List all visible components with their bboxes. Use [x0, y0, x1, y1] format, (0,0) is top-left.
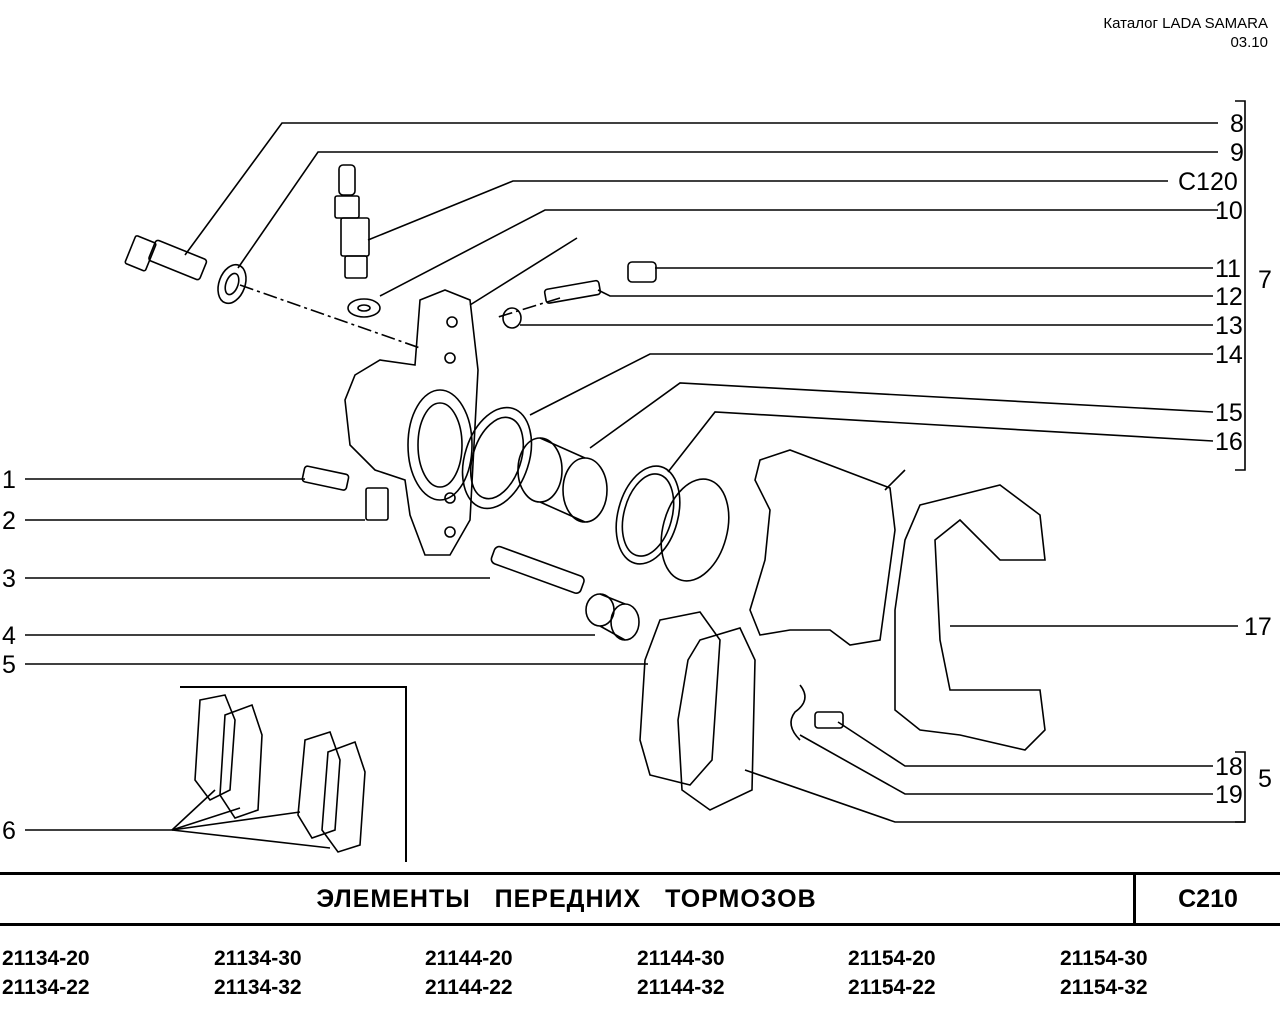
callout-c120: C120: [1178, 168, 1238, 196]
callout-8: 8: [1230, 110, 1244, 138]
part-bleeder: [543, 279, 602, 304]
model-code: 21144-32: [637, 976, 725, 999]
callout-11: 11: [1215, 255, 1241, 283]
title-divider: [1133, 875, 1136, 923]
inset-frame: [180, 686, 407, 862]
model-column: 21134-20 21134-22: [2, 944, 90, 1002]
section-title: ЭЛЕМЕНТЫ ПЕРЕДНИХ ТОРМОЗОВ: [316, 885, 817, 913]
model-code: 21134-30: [214, 947, 302, 970]
catalog-header: Каталог LADA SAMARA: [1103, 15, 1268, 32]
inset-pad-2: [219, 703, 263, 819]
leader-6d: [171, 829, 331, 849]
model-code: 21134-22: [2, 976, 90, 999]
part-washer: [217, 263, 247, 305]
catalog-date: 03.10: [1230, 34, 1268, 51]
callout-5: 5: [2, 651, 16, 679]
callout-1: 1: [2, 466, 16, 494]
model-column: 21144-20 21144-22: [425, 944, 513, 1002]
part-guide-boot: [585, 593, 640, 641]
part-bracket-front: [749, 449, 896, 646]
leader-caliper-top: [469, 237, 578, 306]
callout-6: 6: [2, 817, 16, 845]
model-code: 21134-32: [214, 976, 302, 999]
assembly-axis: [239, 284, 421, 349]
model-code: 21144-30: [637, 947, 725, 970]
leader-6a: [171, 789, 216, 831]
callout-15: 15: [1215, 399, 1243, 427]
callout-16: 16: [1215, 428, 1243, 456]
model-code: 21154-32: [1060, 976, 1148, 999]
model-code: 21154-30: [1060, 947, 1148, 970]
callout-3: 3: [2, 565, 16, 593]
leader-c120: [367, 180, 1168, 241]
part-bracket-rear: [894, 484, 1046, 751]
model-code: 21134-20: [2, 947, 90, 970]
part-lock-ring: [660, 478, 730, 582]
part-small-bolt: [814, 711, 844, 729]
model-code: 21144-22: [425, 976, 513, 999]
parts-diagram: 8 9 C120 10 11 12 13 14 15 16 17 18 19 7…: [2, 100, 1272, 862]
callout-9: 9: [1230, 139, 1244, 167]
leader-12: [597, 289, 1213, 297]
leader-10: [379, 209, 1218, 297]
model-column: 21154-30 21154-32: [1060, 944, 1148, 1002]
part-pad-inner: [639, 611, 721, 786]
part-guide-pin: [490, 545, 585, 595]
part-cap: [627, 261, 657, 283]
callout-19: 19: [1215, 781, 1243, 809]
model-code: 21144-20: [425, 947, 513, 970]
leader-19: [799, 734, 1213, 795]
model-column: 21154-20 21154-22: [848, 944, 936, 1002]
leader-5-right: [744, 769, 1245, 823]
leader-15: [589, 382, 1214, 449]
model-code: 21154-22: [848, 976, 936, 999]
inset-pad-4: [321, 740, 366, 853]
callout-18: 18: [1215, 753, 1243, 781]
callout-12: 12: [1215, 283, 1243, 311]
leader-16: [667, 411, 1214, 473]
callout-13: 13: [1215, 312, 1243, 340]
part-pad-outer: [677, 627, 756, 811]
part-seal-ring: [615, 465, 681, 565]
group-bracket-7: [1235, 100, 1246, 471]
leader-6c: [171, 811, 301, 831]
leader-9: [237, 151, 1218, 269]
leader-6b: [171, 807, 241, 831]
inset-pad-3: [297, 731, 341, 839]
inset-pad-1: [194, 694, 236, 802]
part-sensor: [334, 164, 370, 279]
assembly-axis-2: [494, 297, 561, 319]
leader-18: [837, 721, 1213, 767]
part-bolt-upper: [124, 235, 208, 281]
part-small-washer: [347, 298, 381, 318]
part-spring: [790, 684, 806, 741]
part-piston: [517, 437, 608, 523]
callout-17: 17: [1244, 613, 1272, 641]
callout-group-7: 7: [1258, 266, 1272, 294]
part-plate: [365, 487, 389, 521]
model-column: 21144-30 21144-32: [637, 944, 725, 1002]
part-small-cap: [502, 307, 522, 329]
part-boot-ring: [461, 406, 533, 510]
callout-4: 4: [2, 622, 16, 650]
model-column: 21134-30 21134-32: [214, 944, 302, 1002]
model-code: 21154-20: [848, 947, 936, 970]
part-caliper-body: [344, 289, 479, 556]
callout-10: 10: [1215, 197, 1243, 225]
callout-14: 14: [1215, 341, 1243, 369]
title-band: ЭЛЕМЕНТЫ ПЕРЕДНИХ ТОРМОЗОВ C210: [0, 872, 1280, 926]
leader-8: [184, 122, 1218, 256]
callout-group-5: 5: [1258, 765, 1272, 793]
callout-2: 2: [2, 507, 16, 535]
section-code: C210: [1178, 885, 1238, 913]
leader-14: [529, 353, 1213, 416]
part-bolt-lower: [301, 465, 350, 491]
group-bracket-5: [1235, 751, 1246, 823]
model-list: 21134-20 21134-22 21134-30 21134-32 2114…: [0, 944, 1280, 1004]
